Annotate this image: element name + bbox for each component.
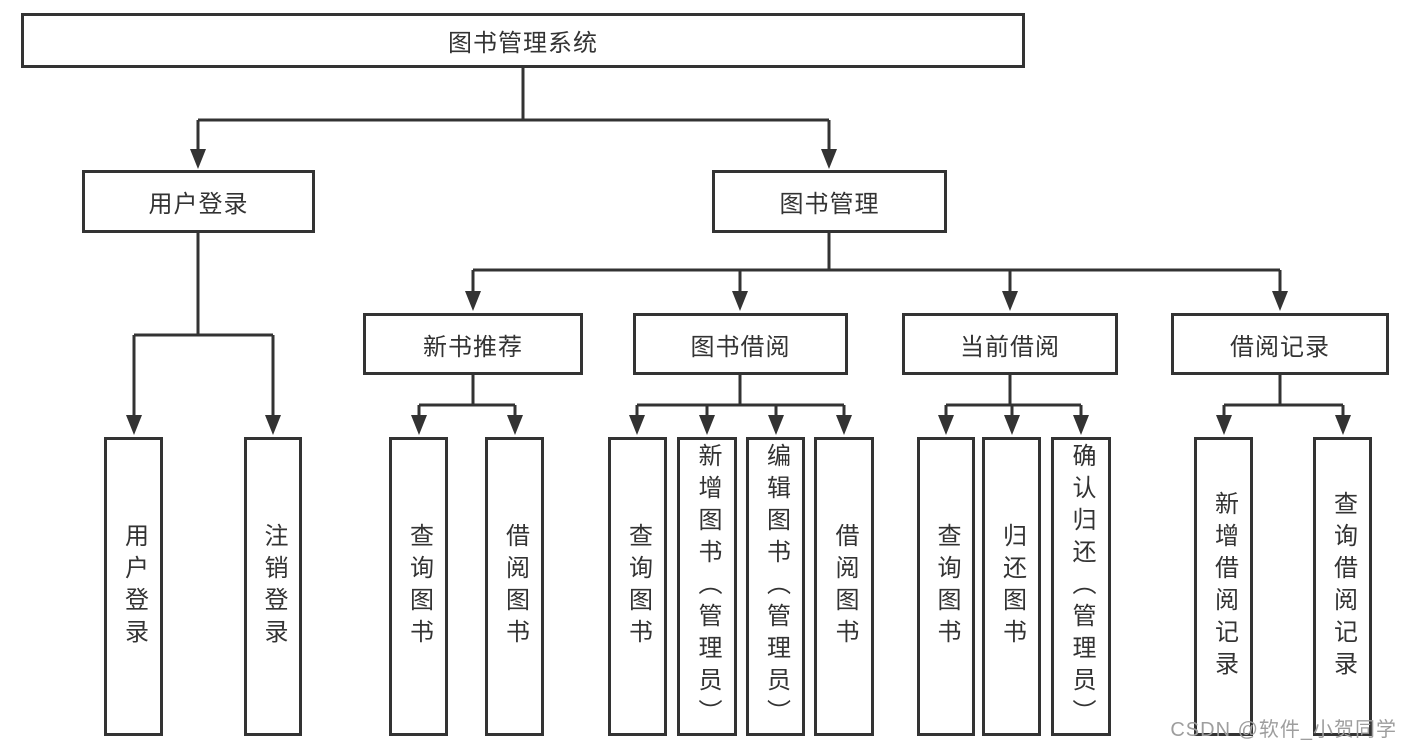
node-new-book-recommend: 新书推荐 (363, 313, 583, 375)
leaf-add-book-admin: 新增图书（管理员） (677, 437, 737, 736)
leaf-borrow-book-1: 借阅图书 (485, 437, 544, 736)
leaf-search-book-1: 查询图书 (389, 437, 448, 736)
leaf-confirm-return-admin: 确认归还（管理员） (1051, 437, 1111, 736)
node-user-login: 用户登录 (82, 170, 315, 233)
leaf-user-login: 用户登录 (104, 437, 163, 736)
leaf-edit-book-admin: 编辑图书（管理员） (746, 437, 805, 736)
connector-paths (132, 68, 1345, 419)
node-library-system: 图书管理系统 (21, 13, 1025, 68)
arrowheads (126, 149, 1351, 435)
node-borrowing-records: 借阅记录 (1171, 313, 1389, 375)
node-book-borrowing: 图书借阅 (633, 313, 848, 375)
leaf-return-book: 归还图书 (982, 437, 1041, 736)
watermark: CSDN @软件_小贺同学 (1170, 719, 1397, 741)
leaf-search-book-2: 查询图书 (608, 437, 667, 736)
leaf-search-book-3: 查询图书 (917, 437, 975, 736)
node-current-borrowing: 当前借阅 (902, 313, 1118, 375)
leaf-search-borrow-record: 查询借阅记录 (1313, 437, 1372, 736)
leaf-logout: 注销登录 (244, 437, 302, 736)
leaf-add-borrow-record: 新增借阅记录 (1194, 437, 1253, 736)
leaf-borrow-book-2: 借阅图书 (814, 437, 874, 736)
node-book-management: 图书管理 (712, 170, 947, 233)
